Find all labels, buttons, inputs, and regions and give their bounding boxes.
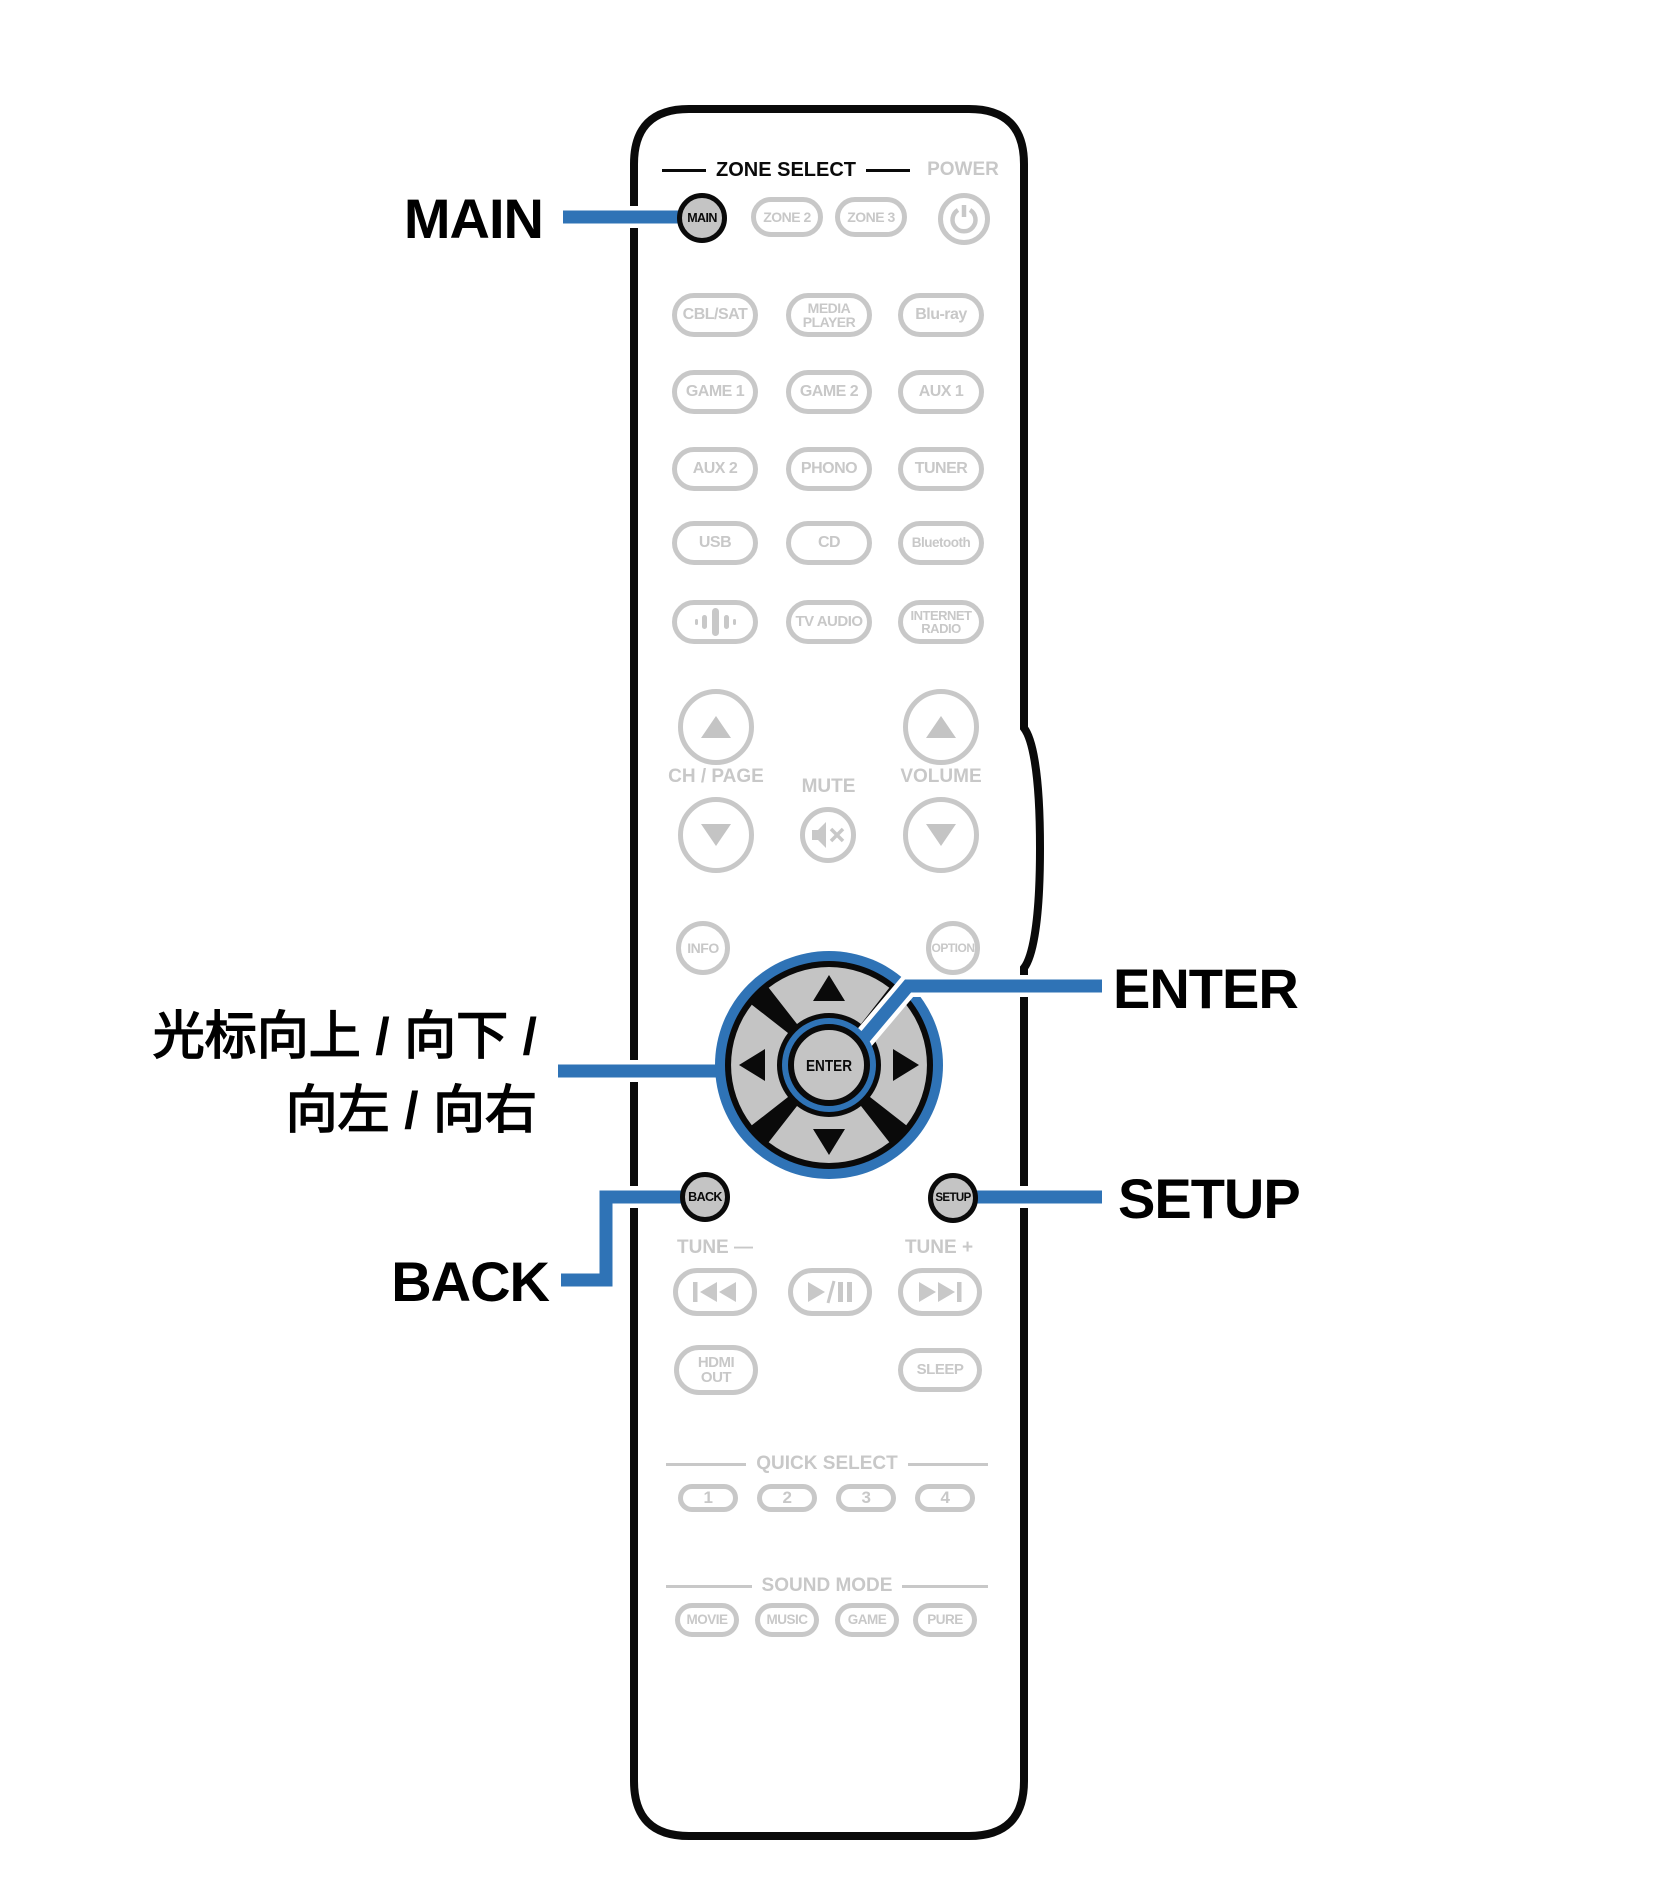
quick-select-left-dash (666, 1462, 747, 1466)
skip-forward-icon (919, 1282, 962, 1302)
enter-key-face (788, 1024, 870, 1106)
skip-forward-button[interactable] (898, 1268, 982, 1316)
source-heos-button[interactable] (672, 600, 758, 644)
power-header: POWER (927, 159, 999, 180)
cursor-up-arrow-icon (813, 975, 845, 1001)
zone2-button[interactable]: ZONE 2 (751, 197, 823, 237)
power-button[interactable] (938, 193, 990, 245)
source-tv-audio-button[interactable]: TV AUDIO (786, 600, 872, 644)
sound-mode-title: SOUND MODE (761, 1575, 893, 1596)
callout-setup-label: SETUP (1118, 1167, 1301, 1230)
source-phono-button[interactable]: PHONO (786, 447, 872, 491)
callout-enter-label: ENTER (1113, 957, 1299, 1020)
channel-down-button[interactable] (678, 797, 754, 873)
sound-mode-game-button[interactable]: GAME (835, 1603, 899, 1637)
cursor-down-arrow-icon (813, 1129, 845, 1155)
source-cd-button[interactable]: CD (786, 521, 872, 565)
source-bluetooth-button[interactable]: Bluetooth (898, 521, 984, 565)
zone-select-right-dash (866, 168, 910, 172)
tune-minus-label: TUNE — (677, 1237, 753, 1258)
skip-back-button[interactable] (673, 1268, 757, 1316)
play-pause-button[interactable] (788, 1268, 872, 1316)
sleep-button[interactable]: SLEEP (898, 1348, 982, 1392)
mute-speaker-x-icon (812, 822, 845, 848)
callout-main-label: MAIN (403, 187, 544, 250)
source-aux1-button[interactable]: AUX 1 (898, 370, 984, 414)
option-button[interactable]: OPTION (926, 921, 980, 975)
quick-select-right-dash (907, 1462, 988, 1466)
cursor-right-arrow-icon (893, 1049, 919, 1081)
quick-select-4-button[interactable]: 4 (915, 1484, 975, 1512)
channel-up-button[interactable] (678, 689, 754, 765)
cursor-left-arrow-icon (739, 1049, 765, 1081)
ch-page-label: CH / PAGE (668, 766, 764, 787)
sound-mode-music-button[interactable]: MUSIC (755, 1603, 819, 1637)
enter-button[interactable]: ENTER (782, 1018, 876, 1112)
hdmi-out-button[interactable]: HDMI OUT (674, 1345, 758, 1395)
quick-select-header: QUICK SELECT (655, 1452, 999, 1476)
info-button[interactable]: INFO (676, 921, 730, 975)
quick-select-3-button[interactable]: 3 (836, 1484, 896, 1512)
back-button[interactable]: BACK (680, 1172, 730, 1222)
volume-up-button[interactable] (903, 689, 979, 765)
callout-cursor-line2: 向左 / 向右 (285, 1082, 537, 1140)
triangle-up-icon (701, 716, 731, 738)
sound-mode-pure-button[interactable]: PURE (913, 1603, 977, 1637)
setup-button[interactable]: SETUP (928, 1173, 978, 1223)
source-internet-radio-button[interactable]: INTERNET RADIO (898, 600, 984, 644)
callout-cursor-line1: 光标向上 / 向下 / (152, 1008, 537, 1066)
mute-label: MUTE (801, 776, 856, 797)
play-pause-icon (808, 1280, 852, 1304)
zone-select-title: ZONE SELECT (715, 158, 856, 181)
source-game1-button[interactable]: GAME 1 (672, 370, 758, 414)
heos-icon (695, 608, 736, 636)
sound-mode-header: SOUND MODE (655, 1574, 999, 1598)
source-aux2-button[interactable]: AUX 2 (672, 447, 758, 491)
quick-select-title: QUICK SELECT (756, 1453, 898, 1474)
source-game2-button[interactable]: GAME 2 (786, 370, 872, 414)
source-cbl-sat-button[interactable]: CBL/SAT (672, 293, 758, 337)
callout-cursor-label: 光标向上 / 向下 / 向左 / 向右 (27, 1000, 537, 1148)
enter-key-label: ENTER (806, 1058, 852, 1075)
source-tuner-button[interactable]: TUNER (898, 447, 984, 491)
volume-label: VOLUME (900, 766, 982, 787)
zone3-button[interactable]: ZONE 3 (835, 197, 907, 237)
source-blu-ray-button[interactable]: Blu-ray (898, 293, 984, 337)
zone-select-left-dash (661, 168, 706, 172)
skip-back-icon (693, 1282, 736, 1302)
triangle-down-icon (926, 824, 956, 846)
sound-mode-left-dash (665, 1584, 752, 1588)
tune-plus-label: TUNE + (904, 1237, 974, 1258)
quick-select-1-button[interactable]: 1 (678, 1484, 738, 1512)
source-usb-button[interactable]: USB (672, 521, 758, 565)
triangle-down-icon (701, 824, 731, 846)
volume-down-button[interactable] (903, 797, 979, 873)
sound-mode-movie-button[interactable]: MOVIE (675, 1603, 739, 1637)
source-media-player-button[interactable]: MEDIA PLAYER (786, 293, 872, 337)
triangle-up-icon (926, 716, 956, 738)
callout-back-label: BACK (391, 1250, 550, 1313)
enter-callout-line (849, 979, 1102, 1055)
power-icon (950, 205, 978, 234)
back-callout-line (561, 1190, 690, 1287)
quick-select-2-button[interactable]: 2 (757, 1484, 817, 1512)
zone-select-header: ZONE SELECT (648, 158, 924, 182)
main-button[interactable]: MAIN (677, 193, 727, 243)
mute-button[interactable] (800, 807, 856, 863)
sound-mode-right-dash (902, 1584, 989, 1588)
